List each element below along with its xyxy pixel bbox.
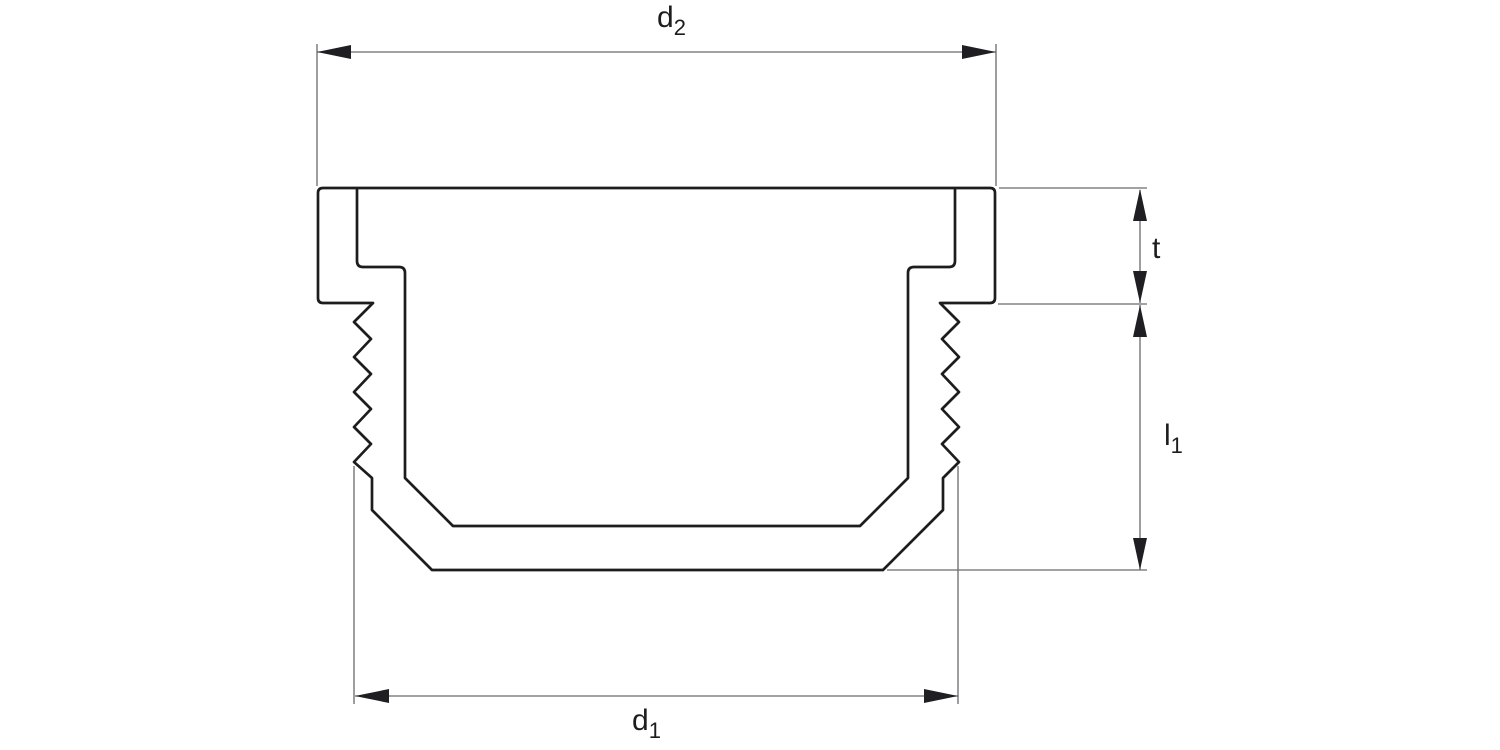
arrowhead-up-icon — [1133, 305, 1147, 337]
hatch-line — [318, 188, 351, 570]
part-section-outline — [316, 186, 997, 572]
arrowhead-left-icon — [355, 689, 389, 703]
arrowhead-right-icon — [962, 45, 996, 59]
dim-label-l1-subscript: 1 — [1171, 433, 1183, 458]
arrowhead-down-icon — [1133, 271, 1147, 303]
dimension-t: t — [998, 187, 1161, 305]
part-cross-section — [316, 186, 997, 572]
dim-label-d2-base: d — [657, 1, 674, 34]
dimension-l1: l1 — [887, 305, 1183, 571]
dim-label-d2-subscript: 2 — [674, 15, 686, 40]
dim-label-t: t — [1152, 232, 1161, 265]
arrowhead-down-icon — [1133, 538, 1147, 570]
dim-label-d2: d2 — [657, 1, 686, 40]
dim-label-d1-base: d — [632, 704, 649, 737]
dimension-d1: d1 — [353, 466, 959, 743]
dimension-d2: d2 — [316, 1, 997, 186]
dim-label-d1: d1 — [632, 704, 661, 743]
dim-label-t-base: t — [1152, 232, 1161, 265]
arrowhead-right-icon — [924, 689, 958, 703]
arrowhead-up-icon — [1133, 189, 1147, 221]
dim-label-d1-subscript: 1 — [649, 718, 661, 743]
dim-label-l1: l1 — [1164, 419, 1183, 458]
dim-label-l1-base: l — [1164, 419, 1171, 452]
arrowhead-left-icon — [317, 45, 351, 59]
